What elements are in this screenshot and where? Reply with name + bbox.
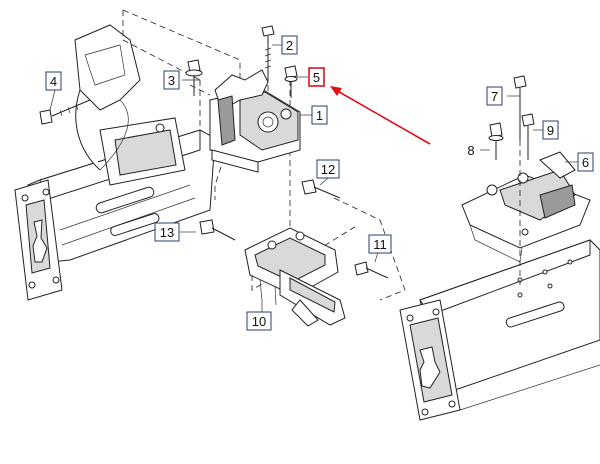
bolt-part-4 — [39, 99, 91, 125]
callout-6: 6 — [577, 152, 594, 172]
leader-lines — [49, 44, 578, 312]
callout-5: 5 — [308, 67, 325, 87]
callout-10-text: 10 — [252, 314, 266, 329]
callout-8-text: 8 — [467, 143, 474, 158]
bolt-part-2 — [261, 25, 275, 80]
bolt-part-9 — [521, 113, 535, 160]
callout-1-text: 1 — [316, 108, 323, 123]
callout-4: 4 — [45, 71, 62, 91]
callout-6-text: 6 — [582, 155, 589, 170]
callout-9-text: 9 — [547, 123, 554, 138]
callout-5-text: 5 — [313, 70, 320, 85]
engine-mount-part-1 — [209, 69, 301, 173]
callout-11: 11 — [368, 234, 392, 254]
bolt-part-3 — [185, 59, 203, 96]
callout-3-text: 3 — [168, 73, 175, 88]
right-frame-rail — [399, 239, 600, 421]
guide-lines-lower — [333, 197, 406, 301]
bolt-part-11 — [354, 261, 389, 279]
bolt-part-8 — [488, 122, 504, 160]
bolt-part-5 — [284, 65, 298, 98]
lower-mount-part-10 — [244, 227, 346, 327]
callout-13: 13 — [154, 222, 180, 242]
callout-9: 9 — [542, 120, 559, 140]
bolt-part-12 — [301, 179, 341, 199]
callout-1: 1 — [311, 105, 328, 125]
bolt-part-13 — [199, 219, 236, 241]
callout-4-text: 4 — [50, 74, 57, 89]
callout-7-text: 7 — [491, 89, 498, 104]
callout-12-text: 12 — [321, 162, 335, 177]
bolt-part-7 — [513, 75, 527, 140]
callout-7: 7 — [486, 86, 503, 106]
callout-2-text: 2 — [286, 38, 293, 53]
red-pointer-arrow — [330, 86, 431, 145]
callout-2: 2 — [281, 35, 298, 55]
transmission-mount-part-6 — [461, 151, 591, 263]
callout-10: 10 — [246, 311, 272, 331]
callout-8: 8 — [467, 143, 474, 158]
left-frame-rail — [14, 24, 216, 301]
callout-12: 12 — [316, 159, 340, 179]
callout-11-text: 11 — [373, 237, 387, 252]
callout-3: 3 — [163, 70, 180, 90]
callout-13-text: 13 — [160, 225, 174, 240]
